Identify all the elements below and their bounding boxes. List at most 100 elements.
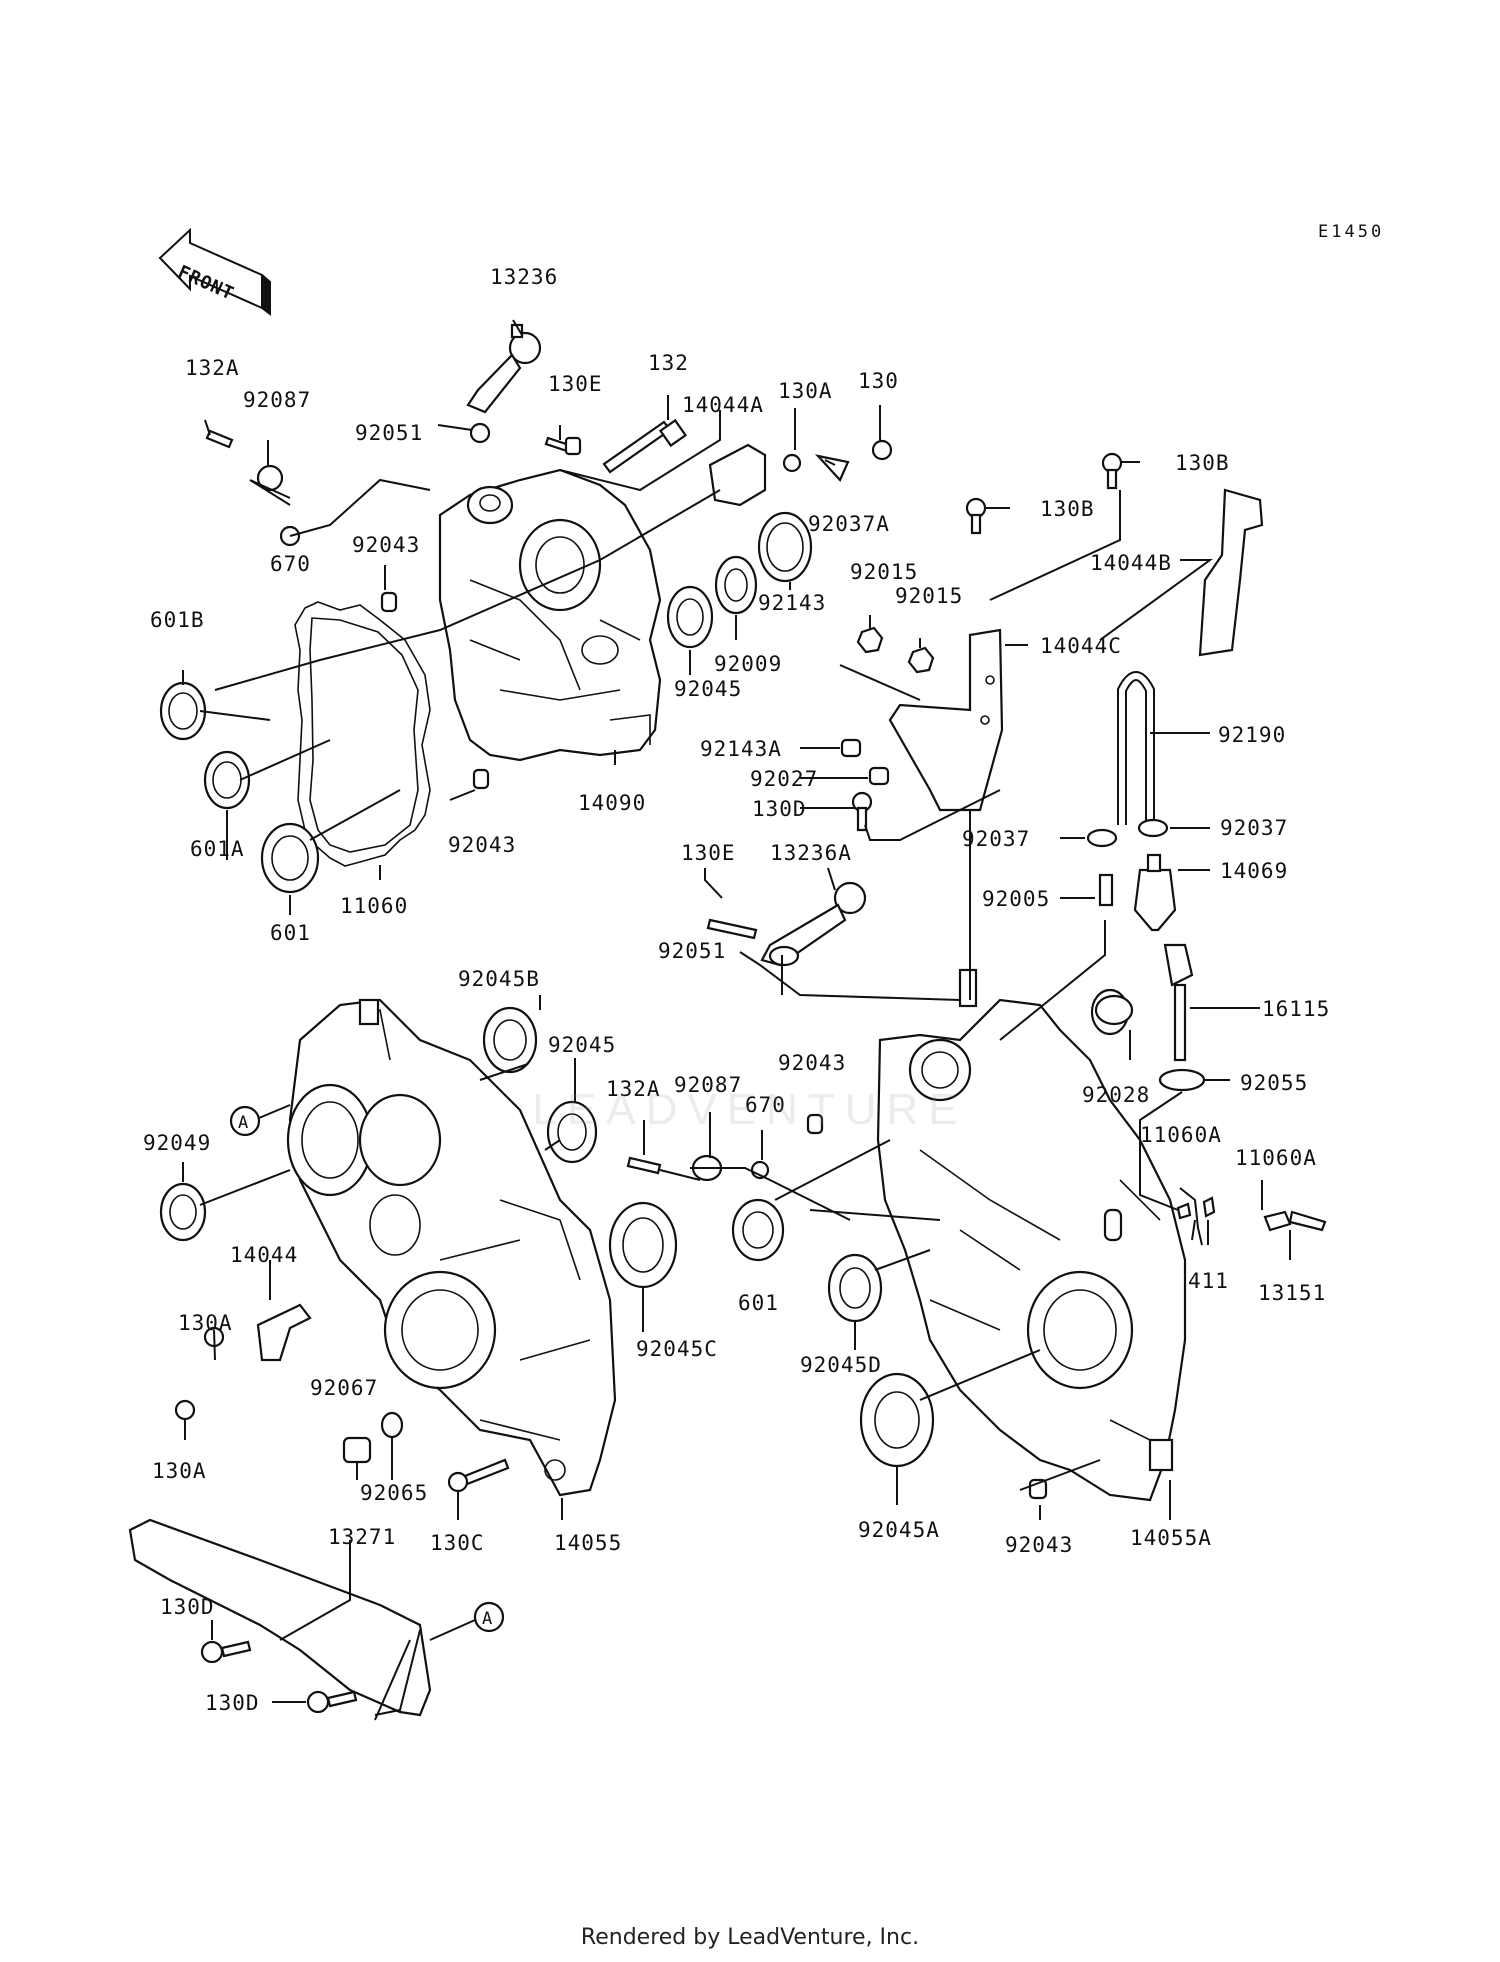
part-label-14069: 14069: [1220, 859, 1288, 883]
part-label-92065: 92065: [360, 1481, 428, 1505]
part-label-13236a: 13236A: [770, 841, 852, 865]
front-direction-arrow: FRONT: [158, 227, 271, 316]
part-label-92043: 92043: [352, 533, 420, 557]
bearing-92045D: [827, 1253, 883, 1323]
seal-92009: [714, 555, 758, 615]
part-label-92037: 92037: [962, 827, 1030, 851]
part-label-16115: 16115: [1262, 997, 1330, 1021]
part-label-601: 601: [738, 1291, 779, 1315]
part-label-14044: 14044: [230, 1243, 298, 1267]
part-label-92190: 92190: [1218, 723, 1286, 747]
part-label-92037: 92037: [1220, 816, 1288, 840]
part-label-92045: 92045: [674, 677, 742, 701]
bearing-92045-mid: [546, 1100, 598, 1164]
part-label-130a: 130A: [178, 1311, 233, 1335]
part-label-14055a: 14055A: [1130, 1526, 1212, 1550]
part-label-11060a: 11060A: [1140, 1123, 1222, 1147]
diagram-code: E1450: [1318, 222, 1385, 242]
plug-92067: [342, 1436, 372, 1464]
part-label-92087: 92087: [243, 388, 311, 412]
part-label-92015: 92015: [850, 560, 918, 584]
part-label-92043: 92043: [778, 1051, 846, 1075]
part-label-92015: 92015: [895, 584, 963, 608]
part-label-11060: 11060: [340, 894, 408, 918]
part-label-92087: 92087: [674, 1073, 742, 1097]
bearing-92045-top: [666, 585, 714, 649]
crankcase-14055A: [876, 968, 1187, 1502]
part-label-92049: 92049: [143, 1131, 211, 1155]
part-label-92143: 92143: [758, 591, 826, 615]
part-label-92045c: 92045C: [636, 1337, 718, 1361]
part-label-92043: 92043: [448, 833, 516, 857]
part-label-601: 601: [270, 921, 311, 945]
part-label-92143a: 92143A: [700, 737, 782, 761]
part-label-411: 411: [1188, 1269, 1229, 1293]
watermark: LEADVENTURE: [532, 1085, 968, 1134]
part-label-14044b: 14044B: [1090, 551, 1172, 575]
part-label-92051: 92051: [355, 421, 423, 445]
part-label-92045a: 92045A: [858, 1518, 940, 1542]
part-label-132a: 132A: [606, 1077, 661, 1101]
bracket-14044: [256, 1303, 312, 1362]
bearing-601-lower: [731, 1198, 785, 1262]
part-label-130d: 130D: [160, 1595, 215, 1619]
part-label-670: 670: [745, 1093, 786, 1117]
part-label-130a: 130A: [778, 379, 833, 403]
part-label-14044a: 14044A: [682, 393, 764, 417]
part-label-92045: 92045: [548, 1033, 616, 1057]
part-label-14044c: 14044C: [1040, 634, 1122, 658]
part-label-601a: 601A: [190, 837, 245, 861]
part-label-13236: 13236: [490, 265, 558, 289]
part-label-13271: 13271: [328, 1525, 396, 1549]
part-label-92037a: 92037A: [808, 512, 890, 536]
bracket-14044C: [888, 628, 1004, 812]
bearing-92045C: [608, 1201, 678, 1289]
bearing-92045B: [482, 1006, 538, 1074]
part-label-130a: 130A: [152, 1459, 207, 1483]
part-label-601b: 601B: [150, 608, 205, 632]
part-label-132a: 132A: [185, 356, 240, 380]
bracket-14044A: [708, 443, 767, 507]
shift-lever-13236: [466, 323, 542, 414]
part-label-92067: 92067: [310, 1376, 378, 1400]
part-label-92045d: 92045D: [800, 1353, 882, 1377]
part-label-130d: 130D: [205, 1691, 260, 1715]
part-label-130: 130: [858, 369, 899, 393]
part-label-130b: 130B: [1175, 451, 1230, 475]
part-label-132: 132: [648, 351, 689, 375]
part-label-92009: 92009: [714, 652, 782, 676]
bearing-601: [260, 822, 320, 894]
part-label-130b: 130B: [1040, 497, 1095, 521]
part-label-14055: 14055: [554, 1531, 622, 1555]
part-label-130d: 130D: [752, 797, 807, 821]
crankcase-14055: [286, 998, 617, 1497]
collar-92143: [757, 511, 813, 583]
leader-lines: [182, 319, 1291, 1721]
case-cover-14090: [438, 468, 662, 762]
callout-a-upper: A: [229, 1104, 291, 1137]
part-label-13151: 13151: [1258, 1281, 1326, 1305]
gasket-11060: [294, 601, 431, 867]
collar-92028: [1094, 994, 1134, 1026]
dipstick-16115: [1163, 943, 1194, 1062]
part-label-92028: 92028: [1082, 1083, 1150, 1107]
footer-credit: Rendered by LeadVenture, Inc.: [580, 1925, 920, 1950]
part-label-14090: 14090: [578, 791, 646, 815]
filter-14069: [1133, 868, 1177, 932]
part-label-130e: 130E: [681, 841, 736, 865]
part-label-92055: 92055: [1240, 1071, 1308, 1095]
svg-text:A: A: [238, 1113, 249, 1133]
svg-text:A: A: [482, 1609, 493, 1629]
part-label-92043: 92043: [1005, 1533, 1073, 1557]
bearing-92045A: [859, 1372, 935, 1468]
part-label-92051: 92051: [658, 939, 726, 963]
part-label-11060a: 11060A: [1235, 1146, 1317, 1170]
part-label-92005: 92005: [982, 887, 1050, 911]
part-label-92045b: 92045B: [458, 967, 540, 991]
part-label-670: 670: [270, 552, 311, 576]
plate-13271: [128, 1518, 432, 1717]
bearing-601B: [159, 681, 207, 741]
